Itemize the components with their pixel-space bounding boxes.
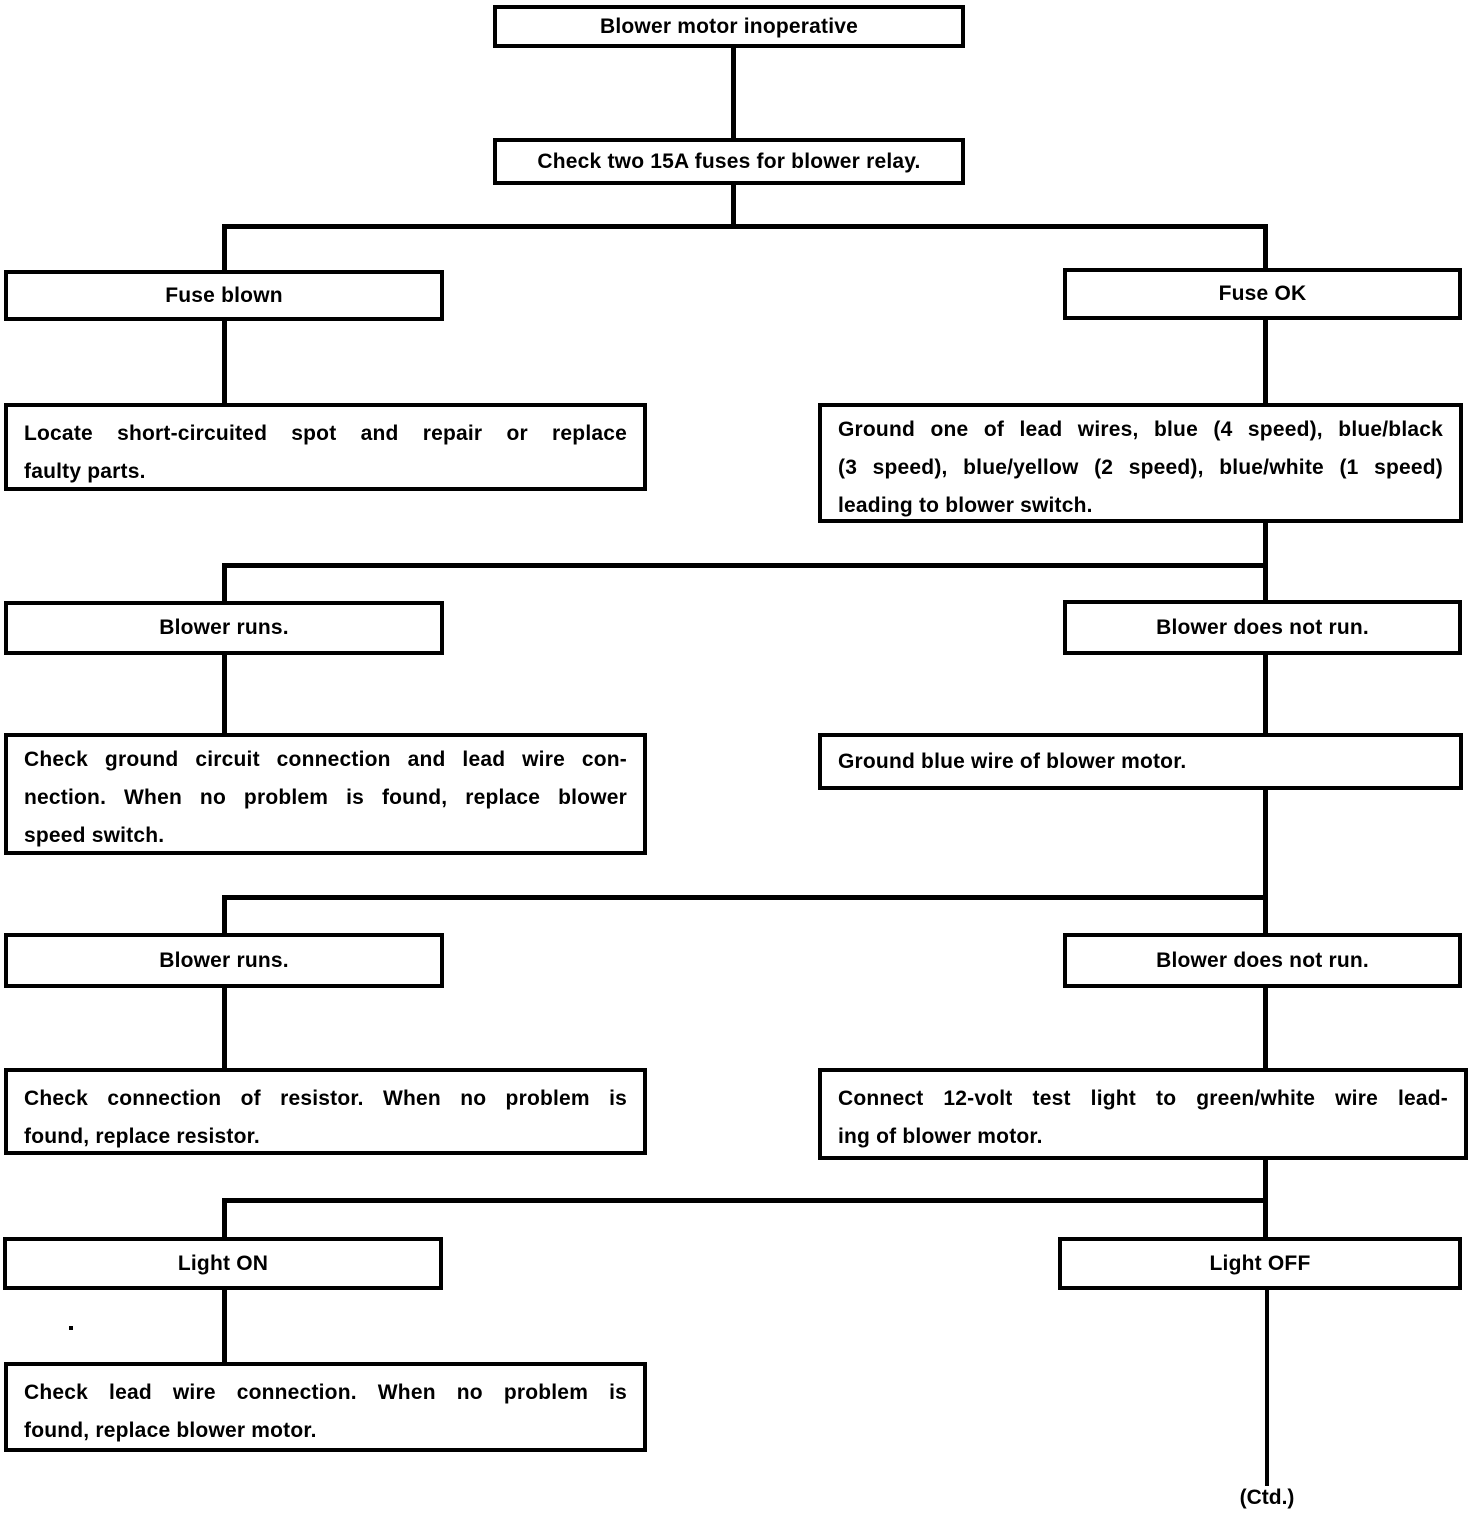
node-check-resistor: Check connection of resistor. When no pr… (4, 1068, 647, 1155)
node-text-line: found, replace resistor. (24, 1125, 260, 1148)
node-text-line: Ground one of lead wires, blue (4 speed)… (838, 418, 1443, 441)
connector-line (222, 1198, 1268, 1203)
connector-line (1263, 563, 1268, 602)
node-label: Fuse blown (165, 283, 283, 307)
connector-line (222, 1198, 227, 1239)
node-blower-motor-inoperative: Blower motor inoperative (493, 5, 965, 48)
node-blower-does-not-run-1: Blower does not run. (1063, 600, 1462, 655)
continued-label: (Ctd.) (1239, 1486, 1295, 1509)
node-light-off: Light OFF (1058, 1237, 1462, 1290)
node-label: Light OFF (1209, 1251, 1311, 1275)
node-label: Light ON (177, 1251, 269, 1275)
connector-line (1263, 1158, 1268, 1203)
node-fuse-ok: Fuse OK (1063, 268, 1462, 320)
node-locate-short-circuit: Locate short-circuited spot and repair o… (4, 403, 647, 491)
connector-line (731, 44, 736, 140)
node-label: Blower motor inoperative (599, 14, 858, 38)
node-text-line: ing of blower motor. (838, 1125, 1043, 1148)
node-label: Ground blue wire of blower motor. (838, 749, 1187, 773)
node-check-ground-circuit: Check ground circuit connection and lead… (4, 733, 647, 855)
node-text-line: Check connection of resistor. When no pr… (24, 1087, 627, 1110)
node-label: Fuse OK (1218, 282, 1307, 305)
scan-speck (69, 1326, 73, 1330)
node-label: Blower runs. (159, 948, 289, 972)
node-ground-lead-wires: Ground one of lead wires, blue (4 speed)… (818, 403, 1463, 523)
node-check-two-fuses: Check two 15A fuses for blower relay. (493, 138, 965, 185)
node-text-line: (3 speed), blue/yellow (2 speed), blue/w… (838, 456, 1443, 479)
connector-line (222, 224, 227, 272)
node-text-line: faulty parts. (24, 460, 146, 483)
connector-line (222, 563, 227, 603)
connector-line (1265, 1288, 1269, 1486)
node-fuse-blown: Fuse blown (4, 270, 444, 321)
connector-line (222, 895, 1268, 900)
connector-line (1263, 318, 1268, 405)
node-blower-does-not-run-2: Blower does not run. (1063, 933, 1462, 988)
connector-line (222, 653, 227, 735)
connector-line (1263, 788, 1268, 900)
node-label: Blower runs. (159, 616, 289, 639)
node-text-line: Connect 12-volt test light to green/whit… (838, 1087, 1448, 1110)
connector-line (1263, 521, 1268, 568)
connector-line (1263, 224, 1268, 270)
node-blower-runs-2: Blower runs. (4, 933, 444, 988)
node-light-on: Light ON (3, 1237, 443, 1290)
node-text-line: Check lead wire connection. When no prob… (24, 1381, 627, 1404)
connector-line (1263, 653, 1268, 735)
node-text-line: Locate short-circuited spot and repair o… (24, 422, 627, 445)
connector-line (222, 986, 227, 1070)
connector-line (222, 224, 1268, 229)
node-label: Check two 15A fuses for blower relay. (537, 149, 921, 173)
node-text-line: speed switch. (24, 824, 165, 847)
node-text-line: leading to blower switch. (838, 494, 1093, 517)
connector-line (1263, 986, 1268, 1070)
node-label: Blower does not run. (1156, 948, 1369, 972)
connector-line (222, 563, 1268, 568)
node-text-line: Check ground circuit connection and lead… (24, 748, 627, 771)
connector-line (222, 895, 227, 935)
connector-line (731, 183, 736, 229)
connector-line (1263, 895, 1268, 935)
node-text-line: nection. When no problem is found, repla… (24, 786, 627, 809)
node-label: Blower does not run. (1156, 615, 1369, 639)
node-text-line: found, replace blower motor. (24, 1419, 317, 1442)
connector-line (1263, 1198, 1268, 1239)
node-ground-blue-wire: Ground blue wire of blower motor. (818, 733, 1463, 790)
node-connect-test-light: Connect 12-volt test light to green/whit… (818, 1068, 1468, 1160)
connector-line (222, 318, 227, 405)
node-blower-runs-1: Blower runs. (4, 601, 444, 655)
node-check-lead-wire: Check lead wire connection. When no prob… (4, 1362, 647, 1452)
connector-line (222, 1288, 227, 1364)
